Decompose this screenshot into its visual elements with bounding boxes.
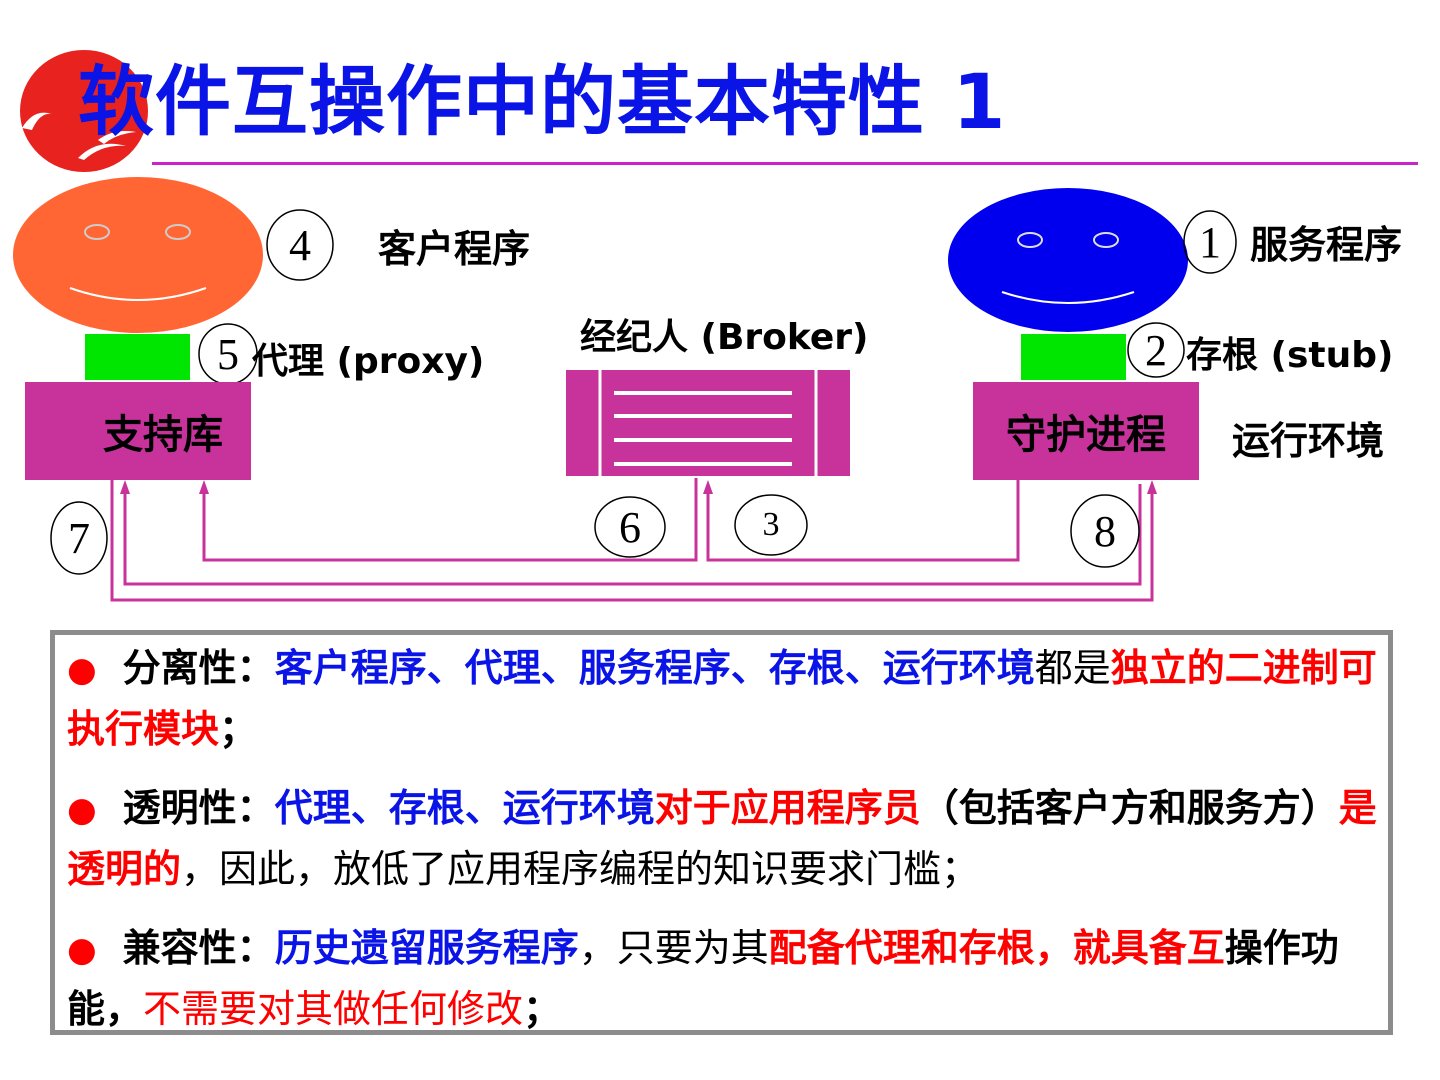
- bullet-icon: ●: [67, 650, 97, 690]
- client-face-icon: [13, 177, 263, 333]
- number-4: 4: [289, 220, 311, 270]
- point-transparency: ●透明性：代理、存根、运行环境对于应用程序员（包括客户方和服务方）是透明的，因此…: [67, 786, 1377, 891]
- number-2: 2: [1145, 325, 1167, 375]
- bullet-icon: ●: [67, 930, 97, 970]
- circle-7: [50, 501, 108, 575]
- circle-4: [266, 209, 334, 281]
- circle-1: [1183, 210, 1237, 274]
- client-program-label: 客户程序: [378, 227, 531, 271]
- server-face-icon: [948, 188, 1188, 332]
- circle-3: [734, 494, 808, 556]
- proxy-block: [85, 334, 190, 380]
- broker-box: [566, 370, 850, 476]
- logo: [18, 48, 150, 174]
- arrow-heads: [120, 480, 1157, 494]
- circle-8: [1070, 494, 1140, 568]
- title-divider: [152, 162, 1418, 165]
- number-1: 1: [1199, 217, 1221, 267]
- bullet-icon: ●: [67, 790, 97, 830]
- circle-6: [594, 496, 666, 558]
- stub-block: [1021, 334, 1126, 380]
- circle-2: [1127, 322, 1185, 378]
- number-6: 6: [619, 502, 641, 552]
- point-separation: ●分离性：客户程序、代理、服务程序、存根、运行环境都是独立的二进制可执行模块；: [67, 646, 1377, 751]
- broker-label: 经纪人 (Broker): [580, 317, 869, 358]
- connector-lines: [110, 478, 1154, 602]
- number-7: 7: [68, 513, 90, 563]
- seagull-logo-icon: [20, 50, 148, 172]
- proxy-label: 代理 (proxy): [252, 341, 485, 382]
- runtime-env-label: 运行环境: [1232, 419, 1385, 463]
- support-library-label: 支持库: [103, 412, 223, 458]
- number-3: 3: [762, 506, 780, 543]
- daemon-label: 守护进程: [1006, 412, 1166, 458]
- architecture-diagram: [13, 177, 1237, 602]
- feature-description-box: ●分离性：客户程序、代理、服务程序、存根、运行环境都是独立的二进制可执行模块； …: [50, 630, 1393, 1035]
- support-library-box: 支持库: [25, 382, 251, 480]
- number-8: 8: [1094, 506, 1116, 556]
- number-5: 5: [217, 329, 239, 379]
- server-program-label: 服务程序: [1250, 223, 1403, 267]
- stub-label: 存根 (stub): [1186, 335, 1394, 376]
- point-compatibility: ●兼容性：历史遗留服务程序，只要为其配备代理和存根，就具备互操作功能，不需要对其…: [67, 926, 1339, 1031]
- page-title: 软件互操作中的基本特性 1: [78, 57, 1007, 146]
- daemon-box: 守护进程: [973, 382, 1199, 480]
